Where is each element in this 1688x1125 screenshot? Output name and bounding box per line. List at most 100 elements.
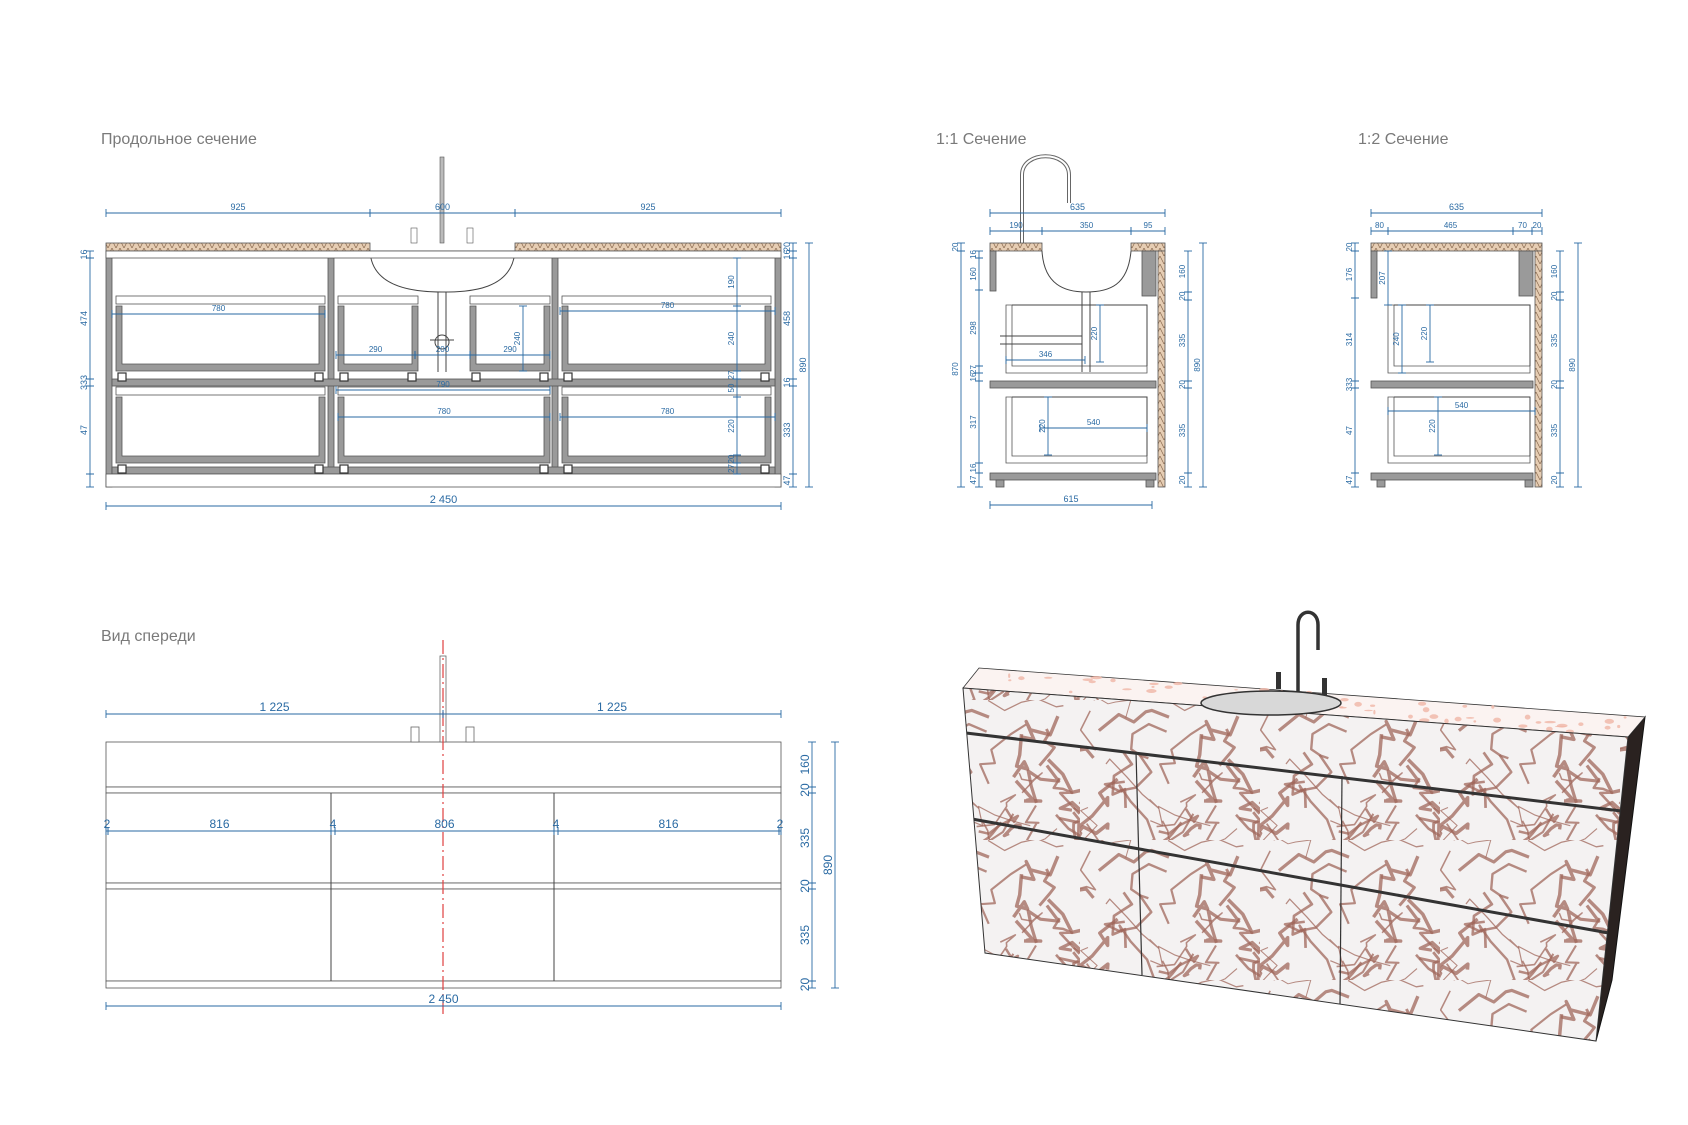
dimension-label: 1 225	[597, 700, 627, 714]
back-rail	[1141, 250, 1157, 297]
section-1-2	[1370, 242, 1543, 488]
countertop-left	[105, 242, 371, 252]
dimension-label: 47	[1345, 426, 1354, 435]
dimension-label: 16	[782, 249, 792, 259]
dimension-label: 20	[727, 454, 736, 463]
dimension-label: 190	[727, 275, 736, 289]
side-wall	[105, 250, 113, 488]
marble-spot	[1418, 701, 1427, 706]
marble-spot	[1617, 724, 1621, 729]
marble-spot	[1408, 714, 1413, 719]
middle-shelf	[111, 378, 776, 387]
dimension-label: 635	[1070, 202, 1085, 212]
dimension-label: 176	[1345, 267, 1354, 281]
drawer-runner	[314, 372, 324, 382]
marble-spot	[1578, 722, 1584, 726]
marble-spot	[1373, 709, 1376, 715]
gooseneck-faucet	[1020, 154, 1071, 243]
drawer-dividers	[330, 793, 555, 981]
dimension-label: 16	[782, 377, 792, 387]
drawer-grooves	[965, 731, 1628, 1006]
marble-spot	[1535, 721, 1542, 724]
drawer-runner	[563, 372, 573, 382]
dimension-label: 27	[727, 370, 736, 379]
marble-spot	[1422, 707, 1430, 713]
dimension-label: 20	[1178, 380, 1187, 389]
marble-spot	[1465, 717, 1475, 719]
marble-spot	[1491, 705, 1495, 709]
faucet	[1296, 610, 1320, 692]
dimension-label: 816	[209, 817, 229, 831]
drawer-box	[469, 305, 551, 372]
drawer-runner	[117, 464, 127, 474]
marble-spot	[1340, 698, 1349, 702]
marble-spot	[1018, 676, 1025, 681]
drawer-front-strip	[561, 386, 772, 396]
marble-spot	[1173, 681, 1183, 686]
dimension-label: 20	[1550, 291, 1559, 300]
dimension-label: 335	[798, 828, 812, 848]
marble-spot	[1556, 723, 1568, 728]
dimension-label: 458	[782, 311, 792, 326]
dimension-label: 780	[212, 304, 226, 313]
drawer-runner	[407, 372, 417, 382]
front-rail	[989, 250, 997, 292]
dimension-label: 16	[969, 372, 978, 381]
faucet-handle	[465, 726, 475, 743]
leg	[1145, 479, 1155, 488]
partition	[327, 250, 335, 475]
faucet-handle	[1276, 672, 1281, 689]
dimension-label: 780	[661, 301, 675, 310]
dimension-label: 2 450	[430, 494, 458, 506]
dimension-label: 160	[1550, 264, 1559, 278]
vanity-3d-render	[962, 610, 1646, 1042]
dimension-label: 160	[969, 267, 978, 281]
shelf	[989, 380, 1157, 389]
back-panel	[1534, 250, 1543, 488]
dimension-label: 27	[727, 464, 736, 473]
dimension-label: 615	[1063, 494, 1078, 504]
leg	[995, 479, 1005, 488]
dimension-label: 220	[727, 419, 736, 433]
dimension-label: 20	[1178, 475, 1187, 484]
dimension-label: 20	[1533, 221, 1542, 230]
dimension-label: 816	[658, 817, 678, 831]
sink-bowl	[1041, 250, 1132, 293]
dimension-label: 2 450	[428, 992, 458, 1006]
countertop	[1130, 242, 1166, 252]
drawer-runner	[563, 464, 573, 474]
countertop	[989, 242, 1043, 252]
leg	[1524, 479, 1534, 488]
marble-spot	[1454, 716, 1462, 722]
marble-spot	[1518, 724, 1528, 728]
dimension-label: 240	[727, 331, 736, 345]
top-rail	[105, 250, 782, 259]
dimension-label: 474	[79, 311, 89, 326]
marble-spot	[1493, 717, 1501, 723]
dimension-label: 540	[1455, 401, 1469, 410]
leg	[1376, 479, 1386, 488]
drawer-front-strip	[561, 295, 772, 305]
marble-spot	[1043, 676, 1053, 679]
dimension-label: 780	[437, 407, 451, 416]
dimension-label: 220	[1428, 419, 1437, 433]
drawer-runner	[339, 464, 349, 474]
side-wall	[774, 250, 782, 488]
faucet-handle	[410, 227, 418, 244]
dimension-label: 540	[1087, 418, 1101, 427]
drawer-box	[115, 305, 326, 372]
dimension-label: 47	[1345, 475, 1354, 484]
drawer-runner	[117, 372, 127, 382]
dimension-label: 790	[436, 380, 450, 389]
dimension-label: 47	[79, 425, 89, 435]
dimension-label: 600	[435, 202, 450, 212]
drawer-runner	[339, 372, 349, 382]
marble-spot	[1429, 714, 1439, 719]
dimension-label: 333	[79, 375, 89, 390]
countertop-right	[514, 242, 782, 252]
dimension-label: 4	[553, 817, 560, 831]
faucet-handle	[1322, 678, 1327, 695]
marble-spot	[1164, 685, 1173, 689]
dimension-label: 350	[1080, 221, 1094, 230]
